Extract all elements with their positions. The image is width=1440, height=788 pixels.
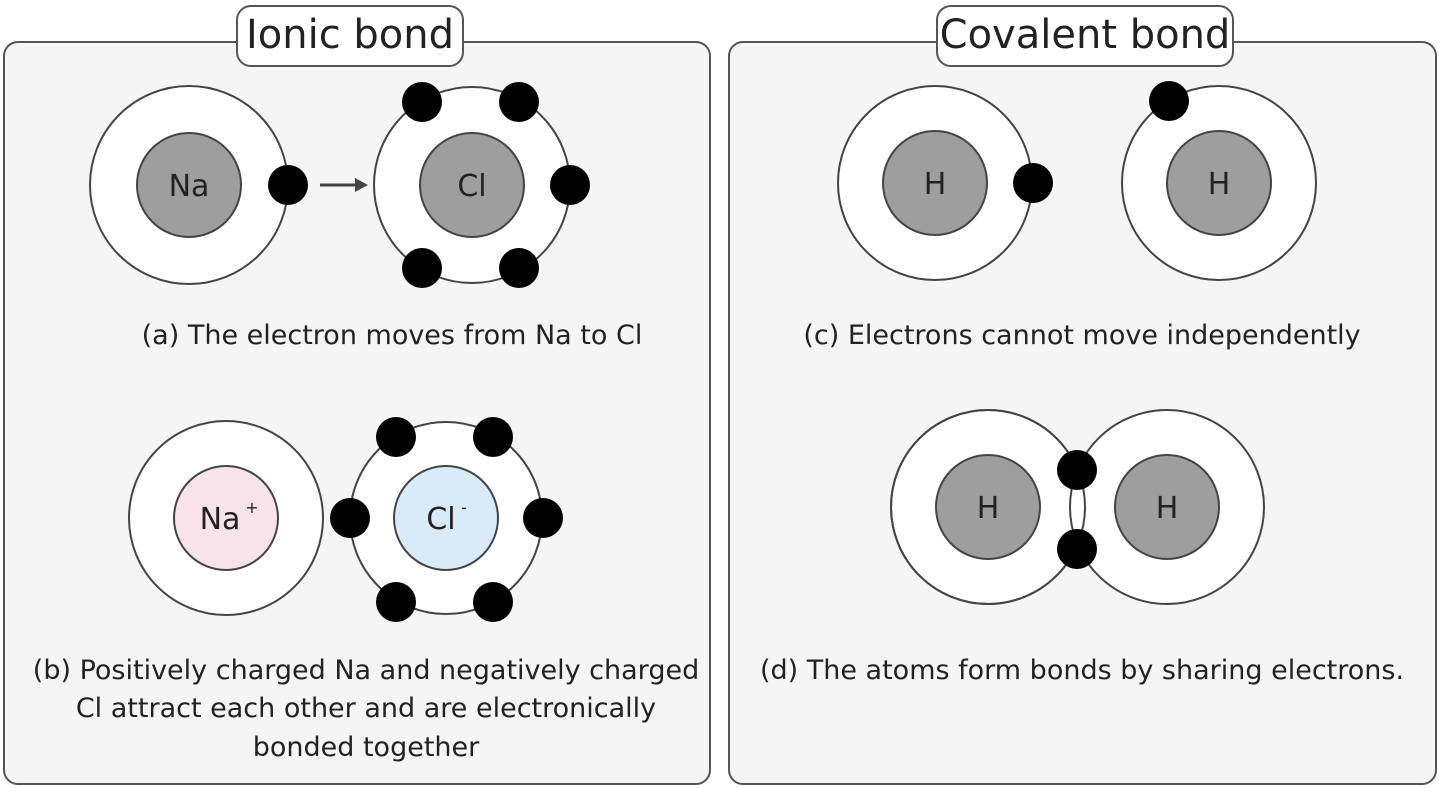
cl-electron xyxy=(499,248,539,288)
cl-ion-electron xyxy=(330,498,370,538)
h-atom-right: H xyxy=(1121,81,1317,281)
electron-transfer-arrow xyxy=(320,178,368,192)
h2-molecule: H H xyxy=(890,409,1265,605)
cl-ion-charge: - xyxy=(461,498,467,517)
cl-electron xyxy=(402,248,442,288)
na-atom: Na xyxy=(89,85,308,285)
h-atom-left: H xyxy=(837,85,1053,281)
h2-right-label: H xyxy=(1156,491,1179,526)
arrow-head xyxy=(355,178,368,192)
cl-electron xyxy=(499,82,539,122)
ionic-title: Ionic bond xyxy=(246,12,454,58)
na-ion-charge: + xyxy=(245,498,258,517)
na-ion-nucleus xyxy=(173,465,279,571)
h2-left-nucleus xyxy=(935,454,1041,560)
cl-electron xyxy=(550,165,590,205)
cl-ion-electron xyxy=(473,582,513,622)
caption-d: (d) The atoms form bonds by sharing elec… xyxy=(760,655,1404,686)
cl-atom: Cl xyxy=(373,82,590,288)
shared-electron xyxy=(1057,529,1097,569)
caption-b-line1: (b) Positively charged Na and negatively… xyxy=(33,655,699,686)
cl-ion-electron xyxy=(473,417,513,457)
caption-a: (a) The electron moves from Na to Cl xyxy=(142,320,643,351)
h-right-label: H xyxy=(1208,167,1231,202)
h2-right-nucleus xyxy=(1114,454,1220,560)
cl-ion-electron xyxy=(376,417,416,457)
h2-left-label: H xyxy=(977,491,1000,526)
cl-ion-label: Cl xyxy=(426,502,455,537)
h-left-nucleus xyxy=(882,130,988,236)
h-left-label: H xyxy=(924,167,947,202)
caption-c: (c) Electrons cannot move independently xyxy=(803,320,1360,351)
na-label: Na xyxy=(169,169,210,204)
cl-electron xyxy=(402,82,442,122)
na-ion: Na + xyxy=(128,420,324,616)
na-inner-orbit xyxy=(136,132,242,238)
h-left-electron xyxy=(1013,163,1053,203)
cl-ion: Cl - xyxy=(330,417,563,622)
covalent-panel: Covalent bond H H (c) Electrons cannot m… xyxy=(728,5,1437,785)
cl-ion-electron xyxy=(523,498,563,538)
caption-b-line3: bonded together xyxy=(253,732,480,763)
covalent-title: Covalent bond xyxy=(940,12,1231,58)
ionic-title-box xyxy=(236,5,464,67)
cl-inner-orbit xyxy=(419,132,525,238)
caption-b-line2: Cl attract each other and are electronic… xyxy=(76,693,656,724)
na-electron xyxy=(268,165,308,205)
na-ion-label: Na xyxy=(200,502,241,537)
cl-ion-nucleus xyxy=(393,465,499,571)
h-right-nucleus xyxy=(1166,130,1272,236)
cl-label: Cl xyxy=(457,169,486,204)
ionic-panel: Ionic bond Na Cl (a) The electron moves … xyxy=(3,5,711,785)
h2-left-orbit-outline xyxy=(890,409,1086,605)
cl-ion-electron xyxy=(376,582,416,622)
covalent-title-box xyxy=(936,5,1234,67)
h-right-electron xyxy=(1149,81,1189,121)
shared-electron xyxy=(1057,450,1097,490)
